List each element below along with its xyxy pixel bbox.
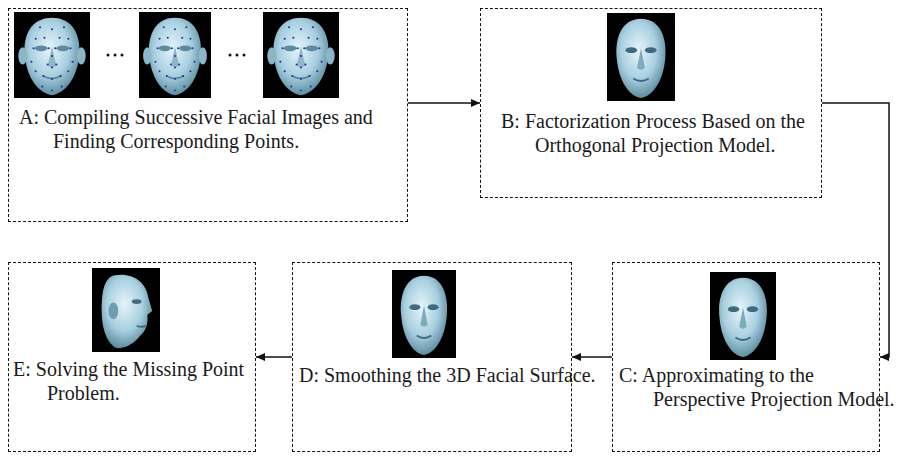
process-box: B: Factorization Process Based on the Or… xyxy=(480,8,822,198)
process-box: A: Compiling Successive Facial Images an… xyxy=(8,8,408,222)
flow-arrow xyxy=(572,356,612,358)
step-label: C: Approximating to the Perspective Proj… xyxy=(619,363,902,411)
step-label: B: Factorization Process Based on the Or… xyxy=(501,109,849,157)
process-box: D: Smoothing the 3D Facial Surface. xyxy=(292,262,572,452)
step-label: A: Compiling Successive Facial Images an… xyxy=(19,105,393,153)
step-label: E: Solving the Missing Point Problem. xyxy=(13,357,283,405)
flow-arrow xyxy=(822,103,889,357)
process-box: C: Approximating to the Perspective Proj… xyxy=(612,262,880,452)
process-box: E: Solving the Missing Point Problem. xyxy=(8,262,256,452)
flow-arrow xyxy=(408,102,480,104)
step-label: D: Smoothing the 3D Facial Surface. xyxy=(299,363,597,387)
flow-arrow xyxy=(256,356,292,358)
